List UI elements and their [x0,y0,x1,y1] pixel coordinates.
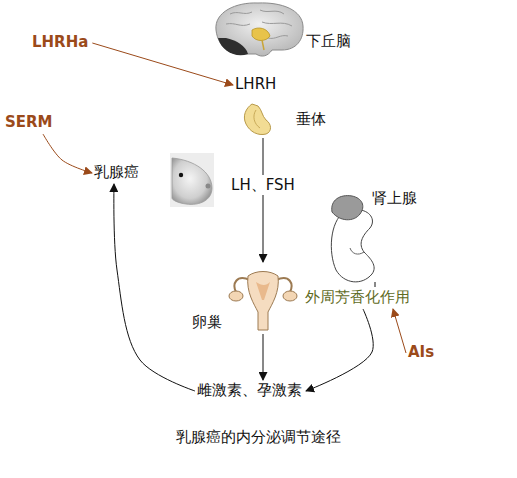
edge-label: LH、FSH [228,175,298,195]
node-text: 乳腺癌 [92,162,141,182]
arrow-connector [114,184,195,391]
adrenal-node: 肾上腺 [326,186,421,282]
ovary-node: 卵巢 [190,262,302,334]
cancer-label: 乳腺癌 [92,162,143,184]
drug-label: LHRHa [30,32,92,54]
figure-caption: 乳腺癌的内分泌调节途径 [0,428,517,446]
node-text: LHRHa [30,32,90,52]
arrow-connector [263,138,264,262]
arrow-connector [375,282,376,287]
arrow-connector [393,309,406,353]
arrow-connector [306,309,373,391]
drug-label: AIs [406,342,438,364]
drug-label: SERM [3,112,57,134]
node-text: AIs [406,342,436,362]
arrow-connector [92,43,233,85]
kidney-adrenal-figure [331,196,374,282]
node-text: LHRH [233,74,278,94]
node-text: 雌激素、孕激素 [195,380,304,400]
pituitary-node: 垂体 [238,100,330,138]
organ-label: 下丘脑 [304,31,355,53]
node-text: SERM [3,112,55,132]
hormone-label: 雌激素、孕激素 [195,380,306,402]
brain-figure [216,3,303,56]
node-text: 卵巢 [190,312,224,332]
breast-figure [170,153,214,207]
ovary-uterus-figure [229,272,297,331]
node-text: 外周芳香化作用 [303,287,412,307]
process-label: 外周芳香化作用 [303,287,414,309]
node-text: 肾上腺 [370,188,419,208]
arrow-connector [263,334,264,380]
arrow-connector [43,134,92,173]
node-text: 垂体 [294,109,328,129]
hormone-label: LHRH [233,74,280,96]
node-text: 下丘脑 [304,31,353,51]
pituitary-figure [244,104,270,135]
